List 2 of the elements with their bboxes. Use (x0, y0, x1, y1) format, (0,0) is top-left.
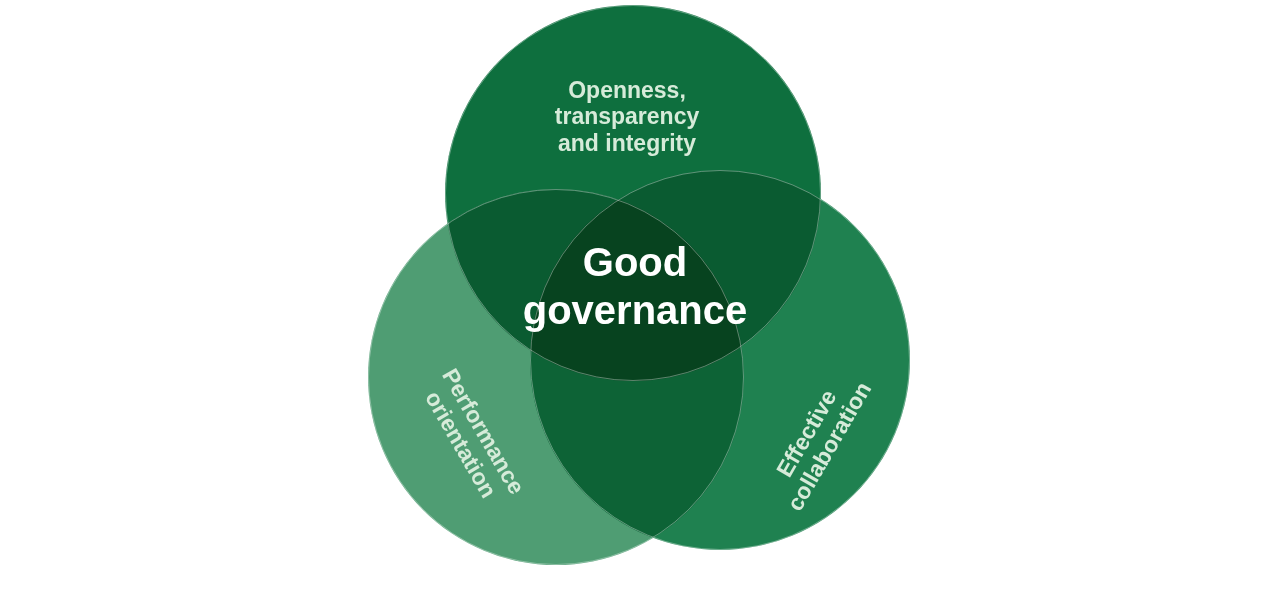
circle-label: Openness, transparency and integrity (553, 77, 701, 157)
center-title: Good governance (521, 239, 749, 334)
